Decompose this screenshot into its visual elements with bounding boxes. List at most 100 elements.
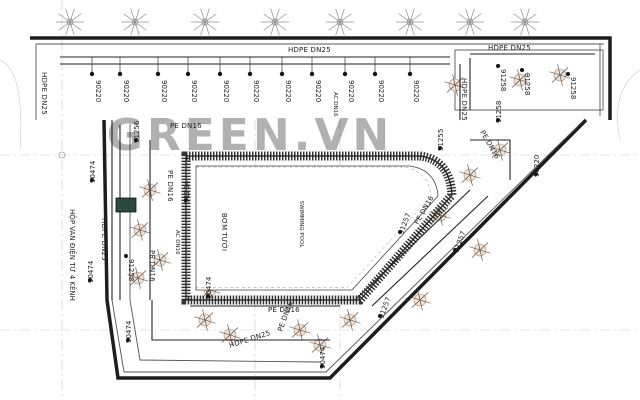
tree-symbol (121, 8, 149, 36)
sprinkler-node (453, 248, 457, 252)
tree-symbol (396, 8, 424, 36)
pipe-label-pe-top-left: PE DN16 (170, 122, 202, 130)
sprinkler-node (279, 71, 285, 77)
sprinkler-node (90, 178, 94, 182)
sprinkler-code-label: 90220 (347, 80, 355, 102)
right-diag-sprinkler-label: 91258 (495, 101, 503, 123)
tree-symbol (326, 8, 354, 36)
tree-symbol (511, 8, 539, 36)
sprinkler-node (155, 71, 161, 77)
right-diag-sprinkler-label: 90220 (533, 155, 541, 177)
top-tree-row (56, 8, 539, 36)
sprinkler-code-label: 90220 (252, 80, 260, 102)
sprinkler-code-label: 90220 (122, 80, 130, 102)
bottom-sprinkler-label: 90474 (205, 276, 213, 299)
sprinkler-node (496, 64, 500, 68)
shrub-symbol (549, 64, 571, 86)
sprinkler-node (520, 68, 524, 72)
shrub-symbol (469, 239, 491, 261)
shrub-symbol (339, 309, 361, 331)
small-note-1: AC DN16 (174, 230, 180, 255)
pipe-label-top-right: HDPE DN25 (488, 44, 531, 52)
sprinkler-code-label: 90220 (412, 80, 420, 102)
bottom-sprinkler-label: 90474 (125, 320, 133, 343)
pipe-label-right-col: HDPE DN25 (460, 78, 468, 121)
shrub-symbol (149, 249, 171, 271)
left-sprinkler-label: 91256 (133, 120, 141, 143)
pipe-label-pe-bottom: PE DN16 (268, 306, 300, 314)
right-diag-sprinkler-label: 91255 (437, 129, 445, 151)
sprinkler-node (378, 314, 382, 318)
left-sprinkler-label: 91258 (127, 259, 135, 281)
sprinkler-node (89, 71, 95, 77)
sprinkler-node (496, 118, 500, 122)
sprinkler-code-label: 90220 (314, 80, 322, 102)
valve-box (115, 197, 137, 213)
sprinkler-node (184, 198, 188, 202)
sprinkler-code-label: 90220 (94, 80, 102, 102)
pipe-label-top-main: HDPE DN25 (288, 46, 331, 54)
bottom-sprinkler-label: 90474 (319, 346, 327, 369)
shrub-symbol (459, 164, 481, 186)
small-note-2: AC DN16 (332, 92, 338, 117)
top-laterals (91, 57, 411, 74)
sprinkler-node (206, 294, 210, 298)
shrub-symbol (289, 319, 311, 341)
shrub-symbol (489, 139, 511, 161)
tree-symbol (191, 8, 219, 36)
watermark: GREEN.VN (107, 110, 394, 161)
tree-symbol (56, 8, 84, 36)
tree-symbol (261, 8, 289, 36)
sprinkler-node (88, 278, 92, 282)
pipe-label-pe-left-1: PE DN16 (166, 170, 174, 202)
sprinkler-code-label: 90220 (190, 80, 198, 102)
pool-deck (181, 151, 457, 305)
sprinkler-node (534, 172, 538, 176)
pipe-label-left-vertical: HDPE DN25 (40, 72, 48, 115)
sprinkler-node (320, 364, 324, 368)
shrub-symbol (127, 267, 149, 289)
sprinkler-node (134, 138, 138, 142)
sprinkler-code-label: 90220 (222, 80, 230, 102)
sprinkler-node (398, 230, 402, 234)
sprinkler-node (185, 71, 191, 77)
site-boundary (30, 36, 612, 380)
top-right-sprinkler-label: 91258 (569, 77, 577, 99)
pipe-label-pe-left-2: PE DN16 (148, 250, 156, 282)
main-pipes (60, 53, 595, 341)
shrub-symbol (129, 219, 151, 241)
shrub-symbol (194, 309, 216, 331)
sprinkler-node (407, 71, 413, 77)
shrub-symbol (444, 74, 466, 96)
sprinkler-code-label: 90220 (377, 80, 385, 102)
sprinkler-node (342, 71, 348, 77)
sprinkler-node (124, 254, 128, 258)
sprinkler-node (217, 71, 223, 77)
left-sprinkler-label: 90474 (87, 260, 95, 283)
shrubs (127, 64, 571, 356)
top-right-sprinkler-label: 91258 (499, 69, 507, 91)
sprinkler-nodes (88, 64, 570, 368)
sprinkler-node (117, 71, 123, 77)
sprinkler-node (247, 71, 253, 77)
bottom-sprinkler-label: 91254 (183, 180, 191, 203)
pump-label: BƠM TƯỚI (220, 213, 229, 251)
shrub-symbol (409, 289, 431, 311)
sprinkler-code-label: 90220 (160, 80, 168, 102)
shrub-symbol (509, 69, 531, 91)
sprinkler-node (566, 72, 570, 76)
sprinkler-node (372, 71, 378, 77)
sprinkler-node (126, 338, 130, 342)
sprinkler-code-label: 90220 (284, 80, 292, 102)
shrub-symbol (219, 324, 241, 346)
top-right-sprinkler-label: 91258 (523, 73, 531, 95)
shrub-symbol (309, 334, 331, 356)
sprinkler-node (309, 71, 315, 77)
top-row-labels: 90220 90220 90220 90220 90220 90220 90220 90220… (94, 80, 420, 102)
sprinkler-node (438, 146, 442, 150)
valve-box-label: HỘP VAN ĐIỆN TỪ 4 KÊNH (68, 209, 77, 301)
pool-label: SWIMMING POOL (298, 201, 304, 249)
pipe-label-left-vertical-2: HDPE DN25 (100, 218, 108, 261)
left-sprinkler-label: 90474 (89, 160, 97, 183)
